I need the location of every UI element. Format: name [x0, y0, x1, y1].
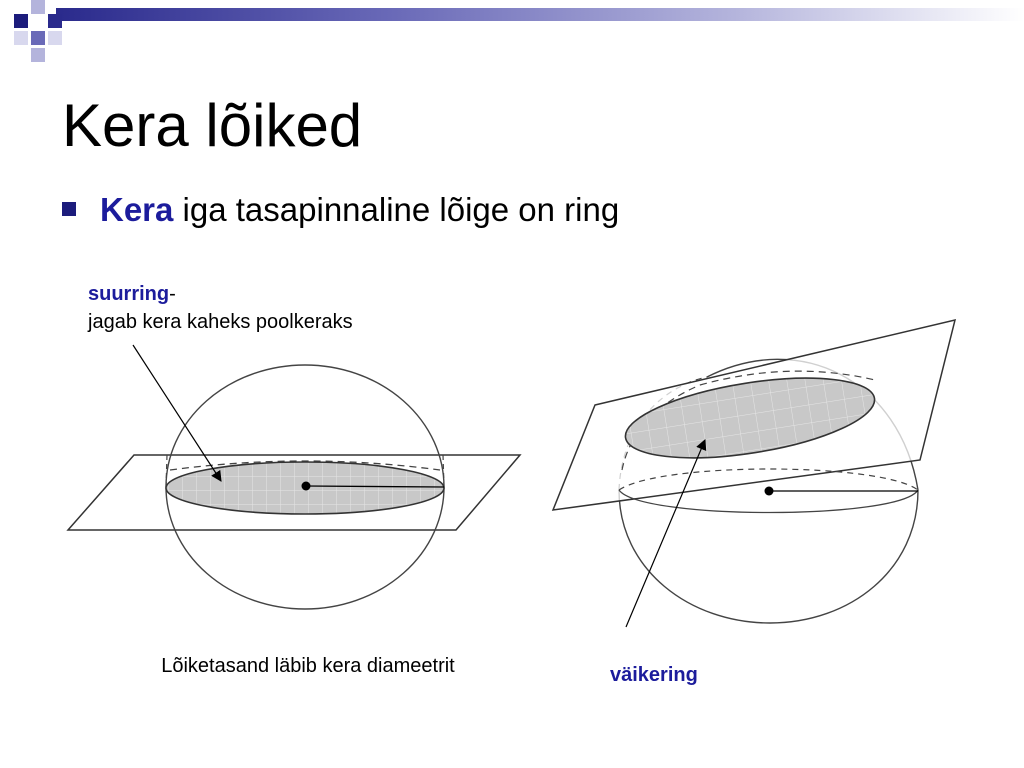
deco-square [14, 14, 28, 28]
great-circle-figure [66, 344, 522, 610]
bullet-keyword: Kera [100, 191, 174, 228]
great-circle-term: suurring [88, 283, 170, 305]
sphere-right-lower [618, 489, 919, 624]
great-circle-caption: Lõiketasand läbib kera diameetrit [161, 655, 455, 677]
deco-square [31, 48, 45, 62]
equator-back [618, 468, 919, 491]
sphere-lower-outline [165, 486, 445, 610]
deco-square [48, 31, 62, 45]
deco-square [31, 0, 45, 14]
equator-ellipse [618, 489, 919, 514]
great-circle-description: jagab kera kaheks poolkeraks [88, 311, 353, 333]
deco-square [31, 31, 45, 45]
great-circle-pointer [132, 344, 222, 482]
header-decoration [0, 0, 1024, 62]
great-circle-dash: - [169, 283, 176, 305]
small-circle-label: väikering [610, 664, 698, 686]
header-gradient-bar [56, 8, 1024, 21]
bullet-item: Kera iga tasapinnaline lõige on ring [62, 190, 619, 230]
sphere-upper-outline [165, 364, 445, 488]
square-bullet-icon [62, 202, 76, 217]
small-circle-figure [551, 318, 957, 628]
bullet-text: iga tasapinnaline lõige on ring [173, 191, 620, 228]
deco-square [14, 31, 28, 45]
slide-title: Kera lõiked [62, 92, 363, 159]
small-circle-pointer [625, 439, 707, 628]
great-circle-label: suurring- jagab kera kaheks poolkeraks [88, 280, 353, 336]
great-circle-back-edge [169, 460, 441, 471]
sphere-right-behind-plane [621, 370, 876, 471]
deco-square [48, 14, 62, 28]
small-circle-section [624, 377, 876, 459]
radius-line [305, 485, 445, 488]
